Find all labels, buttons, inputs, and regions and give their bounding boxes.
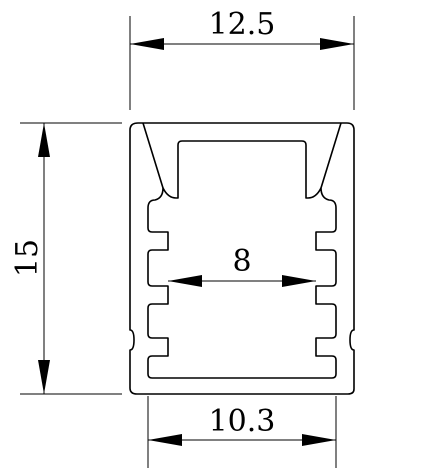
- dimension-label-overall-width: 12.5: [209, 7, 276, 42]
- arrow-bottom-right: [302, 434, 336, 446]
- dimension-overall-height: 15: [10, 122, 122, 395]
- profile-outline: [129, 122, 355, 395]
- dimension-label-bottom-width: 10.3: [209, 404, 276, 439]
- arrow-top-right: [320, 38, 354, 50]
- arrow-bottom-left: [148, 434, 182, 446]
- arrow-left-top: [38, 123, 50, 157]
- arrow-left-bottom: [38, 360, 50, 394]
- arrow-middle-right: [282, 275, 316, 287]
- dimension-inner-gap: 8: [168, 244, 316, 287]
- arrow-middle-left: [168, 275, 202, 287]
- dimension-bottom-width: 10.3: [147, 396, 337, 468]
- dimension-label-overall-height: 15: [10, 239, 45, 277]
- inner-channel: [162, 140, 322, 199]
- arrow-top-left: [130, 38, 164, 50]
- dimension-overall-width: 12.5: [129, 7, 355, 110]
- inner-contour: [142, 122, 342, 379]
- outer-contour: [129, 122, 355, 395]
- dimension-label-inner-gap: 8: [232, 244, 251, 279]
